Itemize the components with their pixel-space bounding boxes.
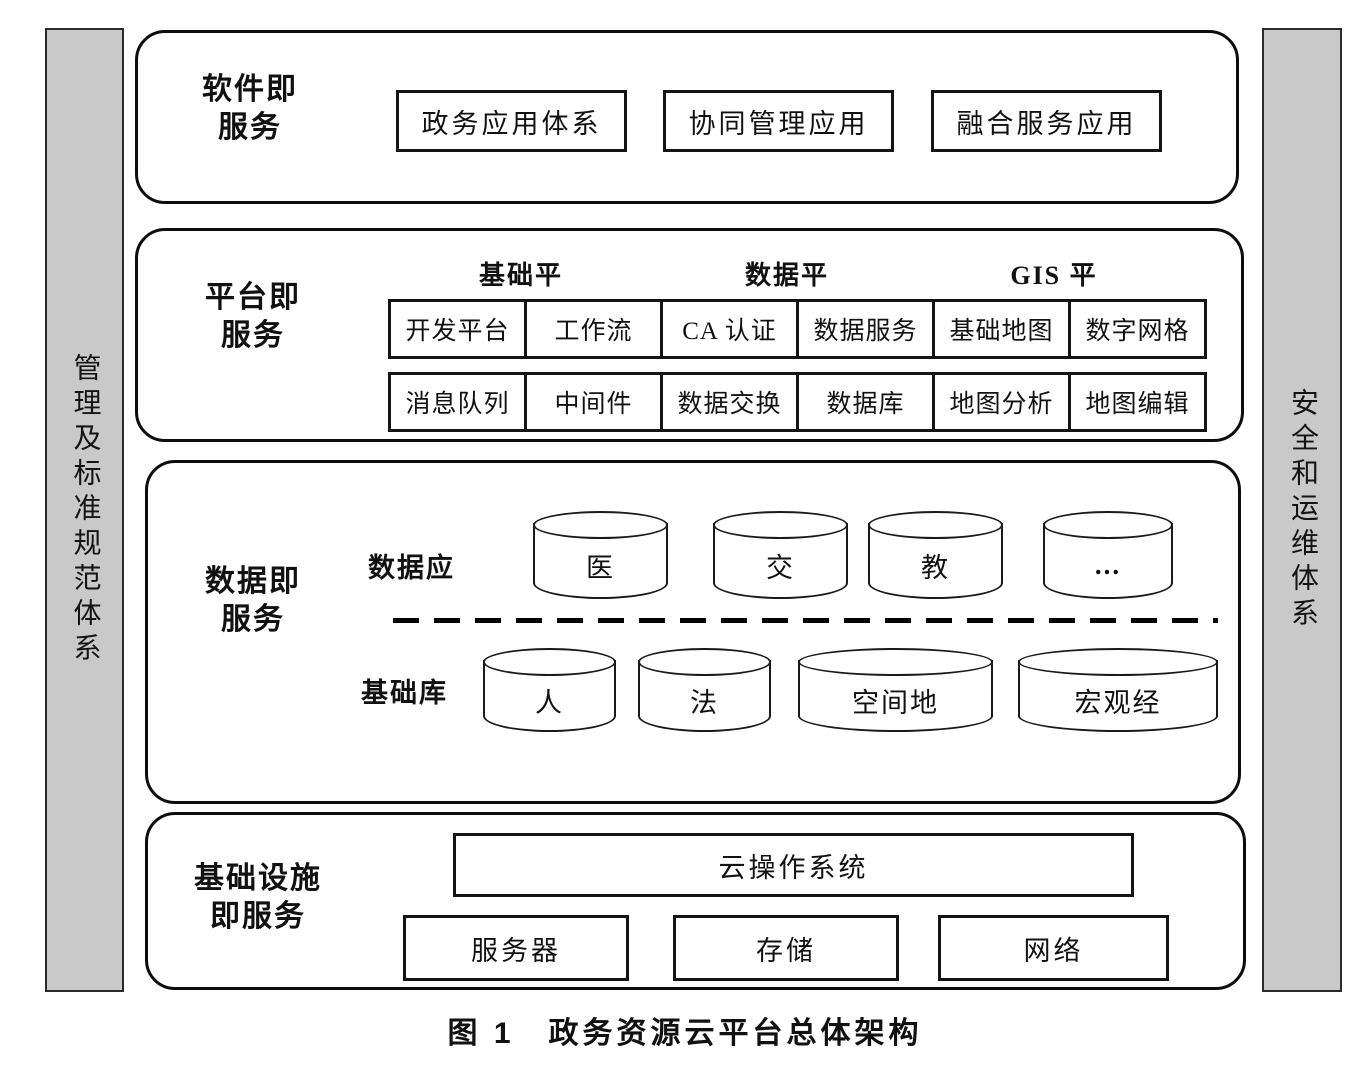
db-cylinder-top bbox=[798, 648, 993, 676]
db-cylinder-label: 空间地 bbox=[852, 687, 939, 718]
paas-group-gis-platform: GIS 平 bbox=[1010, 261, 1098, 290]
db-cylinder-label: 宏观经 bbox=[1074, 687, 1162, 718]
db-cylinder-label: 交 bbox=[766, 552, 795, 583]
saas-panel: 软件即 服务 政务应用体系 协同管理应用 融合服务应用 bbox=[135, 30, 1239, 204]
saas-box-collab-apps: 协同管理应用 bbox=[663, 90, 894, 152]
db-cylinder-top bbox=[713, 511, 848, 539]
db-cylinder-spatial: 空间地 bbox=[798, 648, 993, 732]
daas-panel: 数据即 服务 数据应 医 交 教 ... 基础库 人 法 bbox=[145, 460, 1241, 804]
pillar-management-standards: 管理及标准规范体系 bbox=[45, 28, 124, 992]
paas-cell-data-exchange: 数据交换 bbox=[660, 372, 799, 432]
daas-base-layer-label: 基础库 bbox=[361, 678, 448, 708]
iaas-box-storage: 存储 bbox=[673, 915, 899, 981]
paas-label-line2: 服务 bbox=[221, 318, 285, 352]
paas-cell-base-map: 基础地图 bbox=[932, 299, 1071, 359]
paas-cell-map-edit: 地图编辑 bbox=[1068, 372, 1207, 432]
db-cylinder-label: ... bbox=[1094, 549, 1122, 580]
db-cylinder-label: 医 bbox=[586, 552, 615, 583]
paas-cell-data-service: 数据服务 bbox=[796, 299, 935, 359]
db-cylinder-medical: 医 bbox=[533, 511, 668, 599]
paas-cell-message-queue: 消息队列 bbox=[388, 372, 527, 432]
db-cylinder-label: 法 bbox=[690, 687, 719, 718]
paas-cell-map-analysis: 地图分析 bbox=[932, 372, 1071, 432]
db-cylinder-top bbox=[868, 511, 1003, 539]
db-cylinder-top bbox=[1018, 648, 1218, 676]
pillar-management-label: 管理及标准规范体系 bbox=[69, 352, 101, 668]
iaas-box-server: 服务器 bbox=[403, 915, 629, 981]
daas-label-line1: 数据即 bbox=[205, 565, 301, 598]
iaas-label-line1: 基础设施 bbox=[194, 862, 322, 895]
dashed-divider bbox=[393, 618, 1218, 623]
db-cylinder-legal: 法 bbox=[638, 648, 771, 732]
figure-caption: 图 1 政务资源云平台总体架构 bbox=[447, 1017, 923, 1050]
paas-cell-middleware: 中间件 bbox=[524, 372, 663, 432]
paas-cell-workflow: 工作流 bbox=[524, 299, 663, 359]
db-cylinder-top bbox=[483, 648, 616, 676]
iaas-panel: 基础设施 即服务 云操作系统 服务器 存储 网络 bbox=[145, 812, 1246, 990]
db-cylinder-top bbox=[638, 648, 771, 676]
db-cylinder-traffic: 交 bbox=[713, 511, 848, 599]
paas-cell-dev-platform: 开发平台 bbox=[388, 299, 527, 359]
pillar-security-label: 安全和运维体系 bbox=[1287, 387, 1318, 633]
db-cylinder-body: ... bbox=[1043, 523, 1173, 599]
daas-label-line2: 服务 bbox=[221, 602, 285, 636]
db-cylinder-population: 人 bbox=[483, 648, 616, 732]
paas-row2: 消息队列 中间件 数据交换 数据库 地图分析 地图编辑 bbox=[388, 372, 1207, 432]
daas-label: 数据即 服务 bbox=[188, 563, 318, 638]
paas-label-line1: 平台即 bbox=[205, 281, 301, 314]
paas-cell-digital-grid: 数字网格 bbox=[1068, 299, 1207, 359]
paas-cell-ca-auth: CA 认证 bbox=[660, 299, 799, 359]
paas-panel: 平台即 服务 基础平 数据平 GIS 平 开发平台 工作流 CA 认证 数据服务… bbox=[135, 228, 1244, 442]
paas-group-data-platform: 数据平 bbox=[744, 261, 829, 290]
db-cylinder-education: 教 bbox=[868, 511, 1003, 599]
daas-app-layer-label: 数据应 bbox=[368, 553, 455, 583]
paas-label: 平台即 服务 bbox=[193, 279, 313, 354]
iaas-label: 基础设施 即服务 bbox=[178, 860, 338, 935]
saas-label: 软件即 服务 bbox=[190, 71, 310, 146]
saas-label-line1: 软件即 bbox=[202, 73, 298, 106]
paas-cell-database: 数据库 bbox=[796, 372, 935, 432]
db-cylinder-more: ... bbox=[1043, 511, 1173, 599]
paas-row1: 开发平台 工作流 CA 认证 数据服务 基础地图 数字网格 bbox=[388, 299, 1207, 359]
iaas-box-network: 网络 bbox=[938, 915, 1169, 981]
db-cylinder-label: 教 bbox=[921, 552, 950, 583]
paas-group-basic-platform: 基础平 bbox=[478, 261, 563, 290]
saas-label-line2: 服务 bbox=[218, 110, 282, 144]
db-cylinder-top bbox=[1043, 511, 1173, 539]
pillar-security-operations: 安全和运维体系 bbox=[1262, 28, 1342, 992]
db-cylinder-label: 人 bbox=[535, 687, 564, 718]
iaas-label-line2: 即服务 bbox=[210, 899, 306, 933]
iaas-box-cloud-os: 云操作系统 bbox=[453, 833, 1134, 897]
db-cylinder-macro-economy: 宏观经 bbox=[1018, 648, 1218, 732]
saas-box-gov-apps: 政务应用体系 bbox=[396, 90, 627, 152]
saas-box-fusion-apps: 融合服务应用 bbox=[931, 90, 1162, 152]
db-cylinder-body: 交 bbox=[713, 523, 848, 599]
db-cylinder-top bbox=[533, 511, 668, 539]
